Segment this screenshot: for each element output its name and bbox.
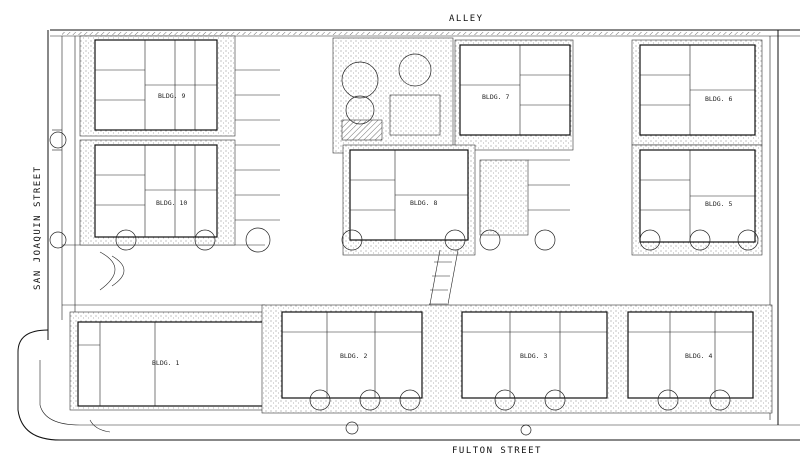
fulton-street-label: FULTON STREET <box>452 446 542 456</box>
bldg-10-label: BLDG. 10 <box>156 199 187 207</box>
bldg-8-label: BLDG. 8 <box>410 199 437 207</box>
bldg-6-label: BLDG. 6 <box>705 95 732 103</box>
central-walkway <box>427 249 459 316</box>
bldg-2-label: BLDG. 2 <box>340 352 367 360</box>
bldg-5-label: BLDG. 5 <box>705 200 732 208</box>
bldg-7-label: BLDG. 7 <box>482 93 509 101</box>
buildings-row-south: BLDG. 2 BLDG. 3 BLDG. 4 <box>261 304 773 414</box>
building-9: BLDG. 9 <box>79 35 280 137</box>
bldg-4-label: BLDG. 4 <box>685 352 712 360</box>
building-7: BLDG. 7 <box>454 39 574 151</box>
alley-label: ALLEY <box>449 14 484 24</box>
central-courtyard <box>332 37 529 236</box>
building-1: BLDG. 1 <box>69 311 276 411</box>
san-joaquin-street-label: SAN JOAQUIN STREET <box>33 165 43 290</box>
bldg-9-label: BLDG. 9 <box>158 92 185 100</box>
bldg-1-label: BLDG. 1 <box>152 359 179 367</box>
alley-fence <box>62 32 762 35</box>
building-8: BLDG. 8 <box>342 144 570 256</box>
street-trees <box>49 131 759 436</box>
bldg-3-label: BLDG. 3 <box>520 352 547 360</box>
building-5: BLDG. 5 <box>631 144 763 256</box>
building-10: BLDG. 10 <box>79 139 280 246</box>
building-6: BLDG. 6 <box>631 39 763 146</box>
